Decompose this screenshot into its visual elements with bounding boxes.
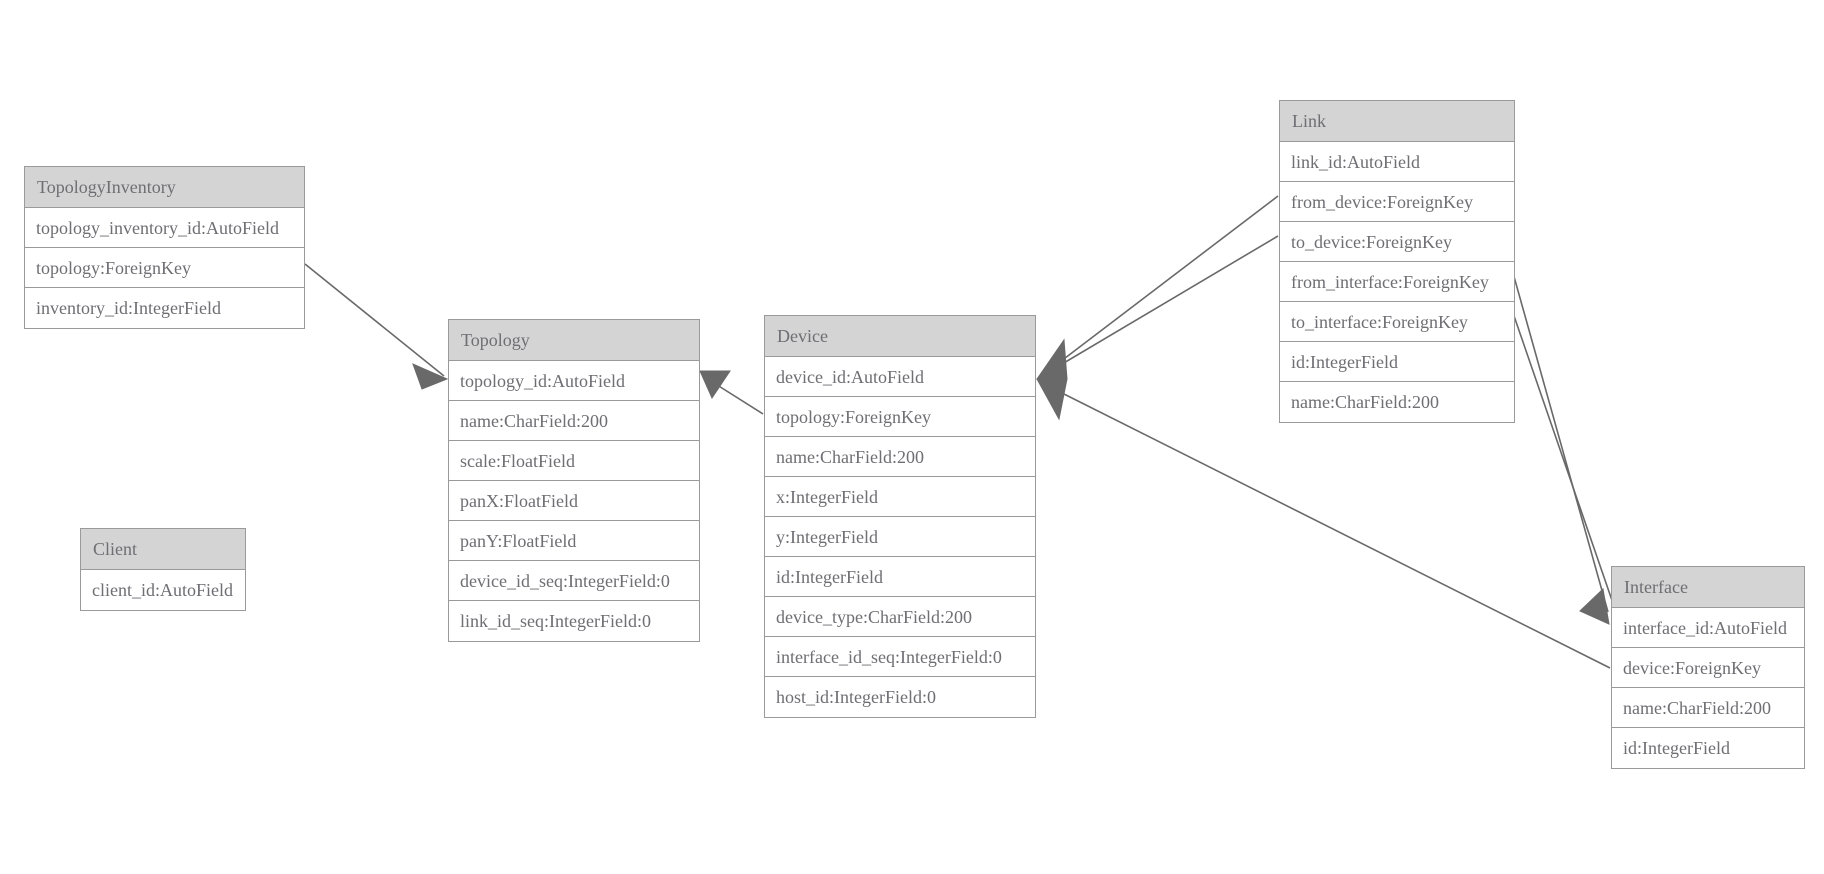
entity-field: interface_id:AutoField [1612,608,1804,648]
entity-field: topology_inventory_id:AutoField [25,208,304,248]
entity-field: name:CharField:200 [1612,688,1804,728]
entity-field: id:IntegerField [765,557,1035,597]
entity-field-list-link: link_id:AutoField from_device:ForeignKey… [1280,142,1514,422]
entity-topology[interactable]: Topology topology_id:AutoField name:Char… [448,319,700,642]
relation-link-from-device [1051,195,1279,369]
entity-title-client: Client [81,529,245,570]
entity-field: device_type:CharField:200 [765,597,1035,637]
entity-field: x:IntegerField [765,477,1035,517]
entity-field: link_id:AutoField [1280,142,1514,182]
entity-topology-inventory[interactable]: TopologyInventory topology_inventory_id:… [24,166,305,329]
entity-field: interface_id_seq:IntegerField:0 [765,637,1035,677]
arrowhead-device-incoming [1036,338,1068,421]
arrowhead-interface-incoming [1579,587,1610,625]
entity-field: topology_id:AutoField [449,361,699,401]
relation-link-from-interface [1512,272,1609,613]
entity-field: name:CharField:200 [1291,392,1439,412]
entity-field: device:ForeignKey [1612,648,1804,688]
entity-field: device_id_seq:IntegerField:0 [449,561,699,601]
entity-device[interactable]: Device device_id:AutoField topology:Fore… [764,315,1036,718]
entity-field: name:CharField:200 [449,401,699,441]
entity-field-list-client: client_id:AutoField [81,570,245,610]
relation-link-to-device [1051,235,1279,371]
entity-client[interactable]: Client client_id:AutoField [80,528,246,611]
entity-interface[interactable]: Interface interface_id:AutoField device:… [1611,566,1805,769]
entity-field: id:IntegerField [1280,342,1514,382]
entity-title-topology: Topology [449,320,699,361]
relation-link-to-interface [1512,312,1617,613]
entity-field: to_device:ForeignKey [1280,222,1514,262]
entity-field: link_id_seq:IntegerField:0 [460,611,651,631]
entity-field: client_id:AutoField [92,580,233,600]
entity-field: scale:FloatField [449,441,699,481]
entity-field: device_id:AutoField [765,357,1035,397]
entity-field: y:IntegerField [765,517,1035,557]
entity-field-list-topology-inventory: topology_inventory_id:AutoField topology… [25,208,304,328]
relation-topologyinventory-topology [304,263,449,390]
entity-link[interactable]: Link link_id:AutoField from_device:Forei… [1279,100,1515,423]
entity-field: from_interface:ForeignKey [1280,262,1514,302]
entity-title-interface: Interface [1612,567,1804,608]
entity-field: id:IntegerField [1623,738,1730,758]
relation-interface-device [1051,387,1611,669]
entity-title-device: Device [765,316,1035,357]
entity-field-list-interface: interface_id:AutoField device:ForeignKey… [1612,608,1804,768]
entity-field: panY:FloatField [449,521,699,561]
entity-field: name:CharField:200 [765,437,1035,477]
entity-title-link: Link [1280,101,1514,142]
entity-title-topology-inventory: TopologyInventory [25,167,304,208]
entity-field: host_id:IntegerField:0 [776,687,936,707]
entity-field-list-device: device_id:AutoField topology:ForeignKey … [765,357,1035,717]
entity-field: inventory_id:IntegerField [36,298,221,318]
entity-field: topology:ForeignKey [25,248,304,288]
entity-field: panX:FloatField [449,481,699,521]
relation-device-topology [699,370,764,415]
entity-field: from_device:ForeignKey [1280,182,1514,222]
entity-field-list-topology: topology_id:AutoField name:CharField:200… [449,361,699,641]
entity-field: topology:ForeignKey [765,397,1035,437]
entity-field: to_interface:ForeignKey [1280,302,1514,342]
